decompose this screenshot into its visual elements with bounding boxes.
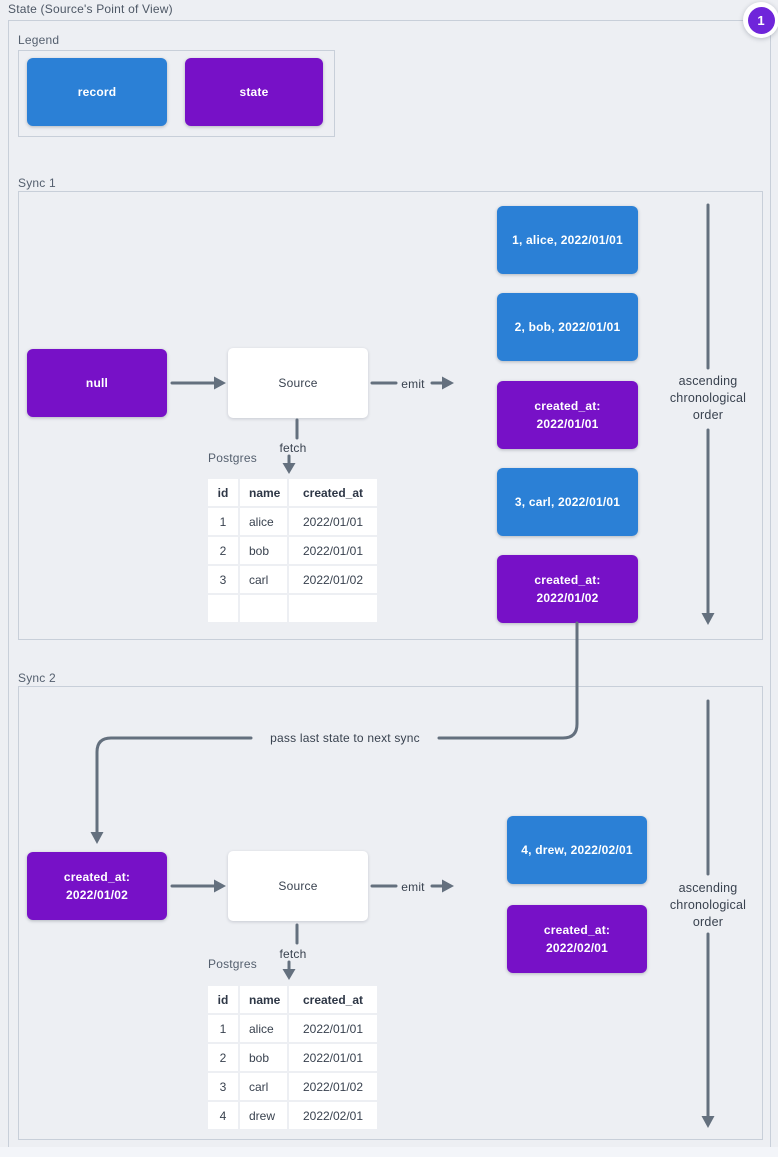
- sync1-input-state-box: null: [27, 349, 167, 417]
- legend-panel: [18, 50, 335, 137]
- table-cell: bob: [240, 1044, 287, 1071]
- table-cell-empty: [208, 595, 238, 622]
- table-cell: 2022/01/02: [289, 1073, 377, 1100]
- table-header-id: id: [208, 479, 238, 506]
- table-cell: 2022/01/01: [289, 508, 377, 535]
- table-cell: 4: [208, 1102, 238, 1129]
- legend-record-swatch: record: [27, 58, 167, 126]
- sync2-postgres-table: id name created_at 1 alice 2022/01/01 2 …: [208, 986, 377, 1129]
- sync2-panel: [18, 686, 763, 1140]
- table-cell: 3: [208, 566, 238, 593]
- table-header-created-at: created_at: [289, 479, 377, 506]
- table-cell: 3: [208, 1073, 238, 1100]
- sync2-emitted-record-1: 4, drew, 2022/02/01: [507, 816, 647, 884]
- sync2-input-state-box: created_at: 2022/01/02: [27, 852, 167, 920]
- sync1-db-label: Postgres: [208, 451, 257, 465]
- sync2-emit-label: emit: [401, 880, 425, 894]
- table-cell: 2022/02/01: [289, 1102, 377, 1129]
- sync2-fetch-label: fetch: [279, 947, 307, 961]
- table-cell: 2022/01/02: [289, 566, 377, 593]
- table-header-created-at: created_at: [289, 986, 377, 1013]
- table-cell: 1: [208, 508, 238, 535]
- table-cell: carl: [240, 566, 287, 593]
- sync1-panel: [18, 191, 763, 640]
- page-title: State (Source's Point of View): [8, 2, 173, 16]
- table-cell: 2022/01/01: [289, 1015, 377, 1042]
- sync2-source-box: Source: [228, 851, 368, 921]
- table-cell: alice: [240, 508, 287, 535]
- table-cell: 2: [208, 537, 238, 564]
- table-cell: drew: [240, 1102, 287, 1129]
- table-cell-empty: [240, 595, 287, 622]
- table-header-id: id: [208, 986, 238, 1013]
- sync1-emit-label: emit: [401, 377, 425, 391]
- sync2-label: Sync 2: [18, 671, 56, 685]
- sync2-ascending-label: ascending chronological order: [669, 881, 747, 929]
- table-header-name: name: [240, 986, 287, 1013]
- sync1-source-box: Source: [228, 348, 368, 418]
- sync1-fetch-label: fetch: [279, 441, 307, 455]
- sync1-emitted-record-1: 1, alice, 2022/01/01: [497, 206, 638, 274]
- page-bottom-strip: [0, 1147, 778, 1157]
- pass-state-label: pass last state to next sync: [270, 731, 420, 745]
- table-cell: carl: [240, 1073, 287, 1100]
- legend-label: Legend: [18, 33, 60, 47]
- sync1-postgres-table: id name created_at 1 alice 2022/01/01 2 …: [208, 479, 377, 622]
- sync1-emitted-state-2: created_at: 2022/01/02: [497, 555, 638, 623]
- table-cell: 2022/01/01: [289, 1044, 377, 1071]
- table-header-name: name: [240, 479, 287, 506]
- annotation-badge: 1: [743, 2, 778, 38]
- sync1-emitted-record-2: 2, bob, 2022/01/01: [497, 293, 638, 361]
- table-cell: 1: [208, 1015, 238, 1042]
- table-cell: 2: [208, 1044, 238, 1071]
- legend-state-swatch: state: [185, 58, 323, 126]
- sync1-ascending-label: ascending chronological order: [669, 374, 747, 422]
- table-cell-empty: [289, 595, 377, 622]
- sync1-label: Sync 1: [18, 176, 56, 190]
- sync1-emitted-state-1: created_at: 2022/01/01: [497, 381, 638, 449]
- sync1-emitted-record-3: 3, carl, 2022/01/01: [497, 468, 638, 536]
- annotation-badge-number: 1: [747, 6, 775, 34]
- table-cell: alice: [240, 1015, 287, 1042]
- table-cell: bob: [240, 537, 287, 564]
- sync2-db-label: Postgres: [208, 957, 257, 971]
- table-cell: 2022/01/01: [289, 537, 377, 564]
- sync2-emitted-state-1: created_at: 2022/02/01: [507, 905, 647, 973]
